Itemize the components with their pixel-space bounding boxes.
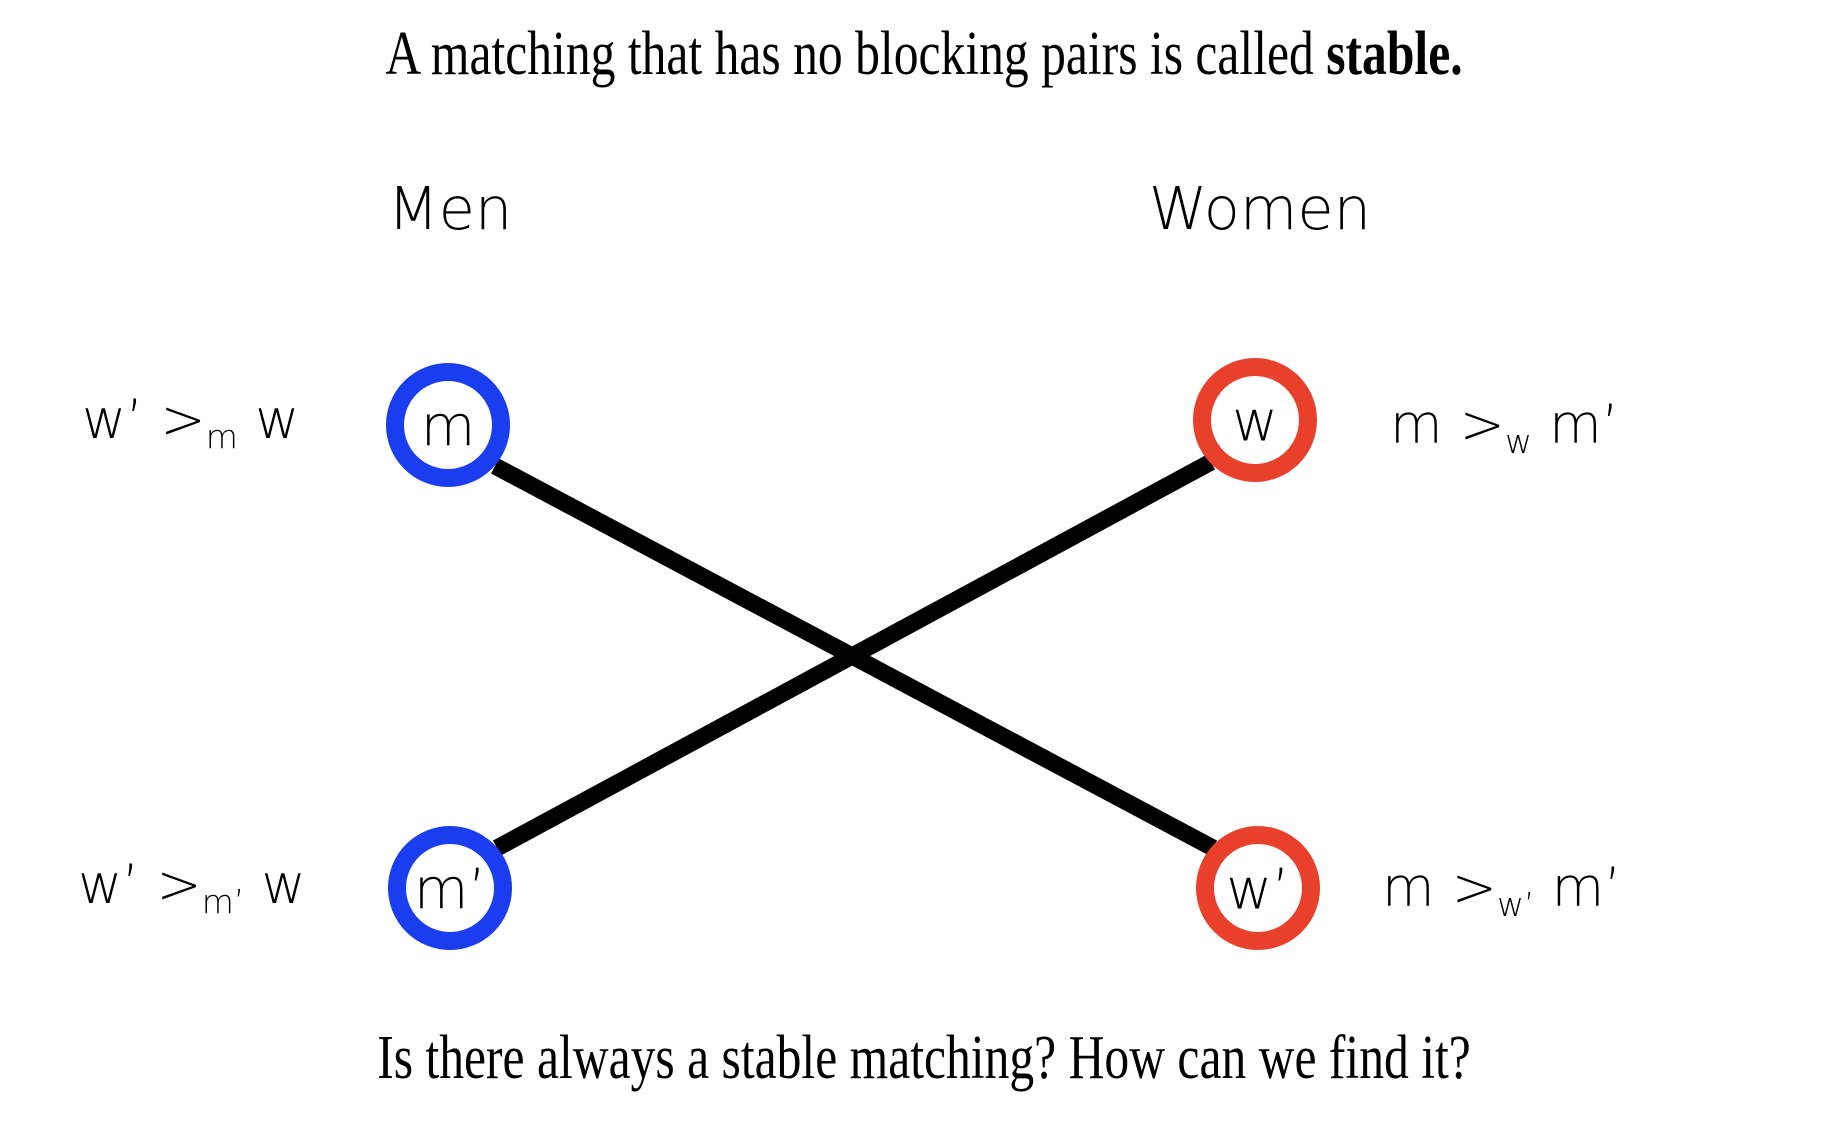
column-header-men: Men [387, 174, 513, 243]
page-title-plain: A matching that has no blocking pairs is… [385, 20, 1327, 88]
node-label-mp: m’ [414, 858, 486, 923]
nodes-group: m m’ w w’ [386, 358, 1320, 950]
preference-label-m-prime: w’ >m’ w [78, 853, 306, 919]
preference-label-m: w’ >m w [82, 388, 300, 454]
preference-m-right: w [237, 388, 300, 451]
preference-m-prime-subscript: m’ [201, 882, 245, 921]
preference-label-w-prime: m >w’ m’ [1382, 856, 1622, 922]
preference-m-subscript: m [205, 417, 238, 456]
preference-w-right: m’ [1532, 393, 1619, 456]
preference-w-prime-subscript: w’ [1497, 885, 1535, 924]
node-wp[interactable]: w’ [1196, 826, 1320, 950]
node-m[interactable]: m [386, 363, 510, 487]
edges-group [491, 454, 1217, 856]
preference-m-prime-left: w’ > [78, 853, 202, 916]
node-ring-mp [388, 826, 512, 950]
node-label-m: m [421, 395, 476, 460]
node-ring-w [1193, 358, 1317, 482]
preference-m-left: w’ > [82, 388, 206, 451]
node-label-w: w [1232, 390, 1278, 455]
node-w[interactable]: w [1193, 358, 1317, 482]
preference-w-left: m > [1390, 393, 1506, 456]
node-label-wp: w’ [1226, 858, 1290, 923]
preference-w-prime-left: m > [1382, 856, 1498, 919]
page-title: A matching that has no blocking pairs is… [185, 18, 1663, 90]
node-mp[interactable]: m’ [388, 826, 512, 950]
preference-m-prime-right: w [244, 853, 306, 916]
column-header-women: Women [1148, 174, 1372, 243]
preference-w-prime-right: m’ [1534, 856, 1622, 919]
matching-edge-mp-w [492, 454, 1216, 856]
node-ring-wp [1196, 826, 1320, 950]
page-title-emphasis: stable. [1326, 20, 1463, 88]
page-caption: Is there always a stable matching? How c… [377, 1024, 1471, 1092]
preference-label-w: m >w m’ [1390, 393, 1619, 459]
preference-w-subscript: w [1505, 422, 1533, 461]
node-ring-m [386, 363, 510, 487]
